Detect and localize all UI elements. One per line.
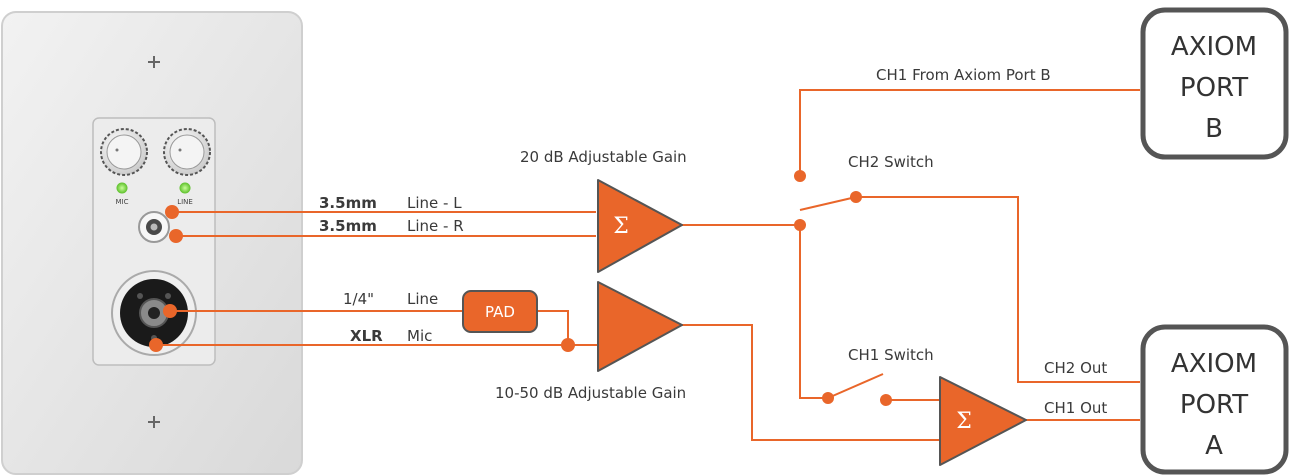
line-l-label: Line - L: [407, 194, 462, 212]
junction-dot: [561, 338, 575, 352]
ch1-from-port-b-wire: [799, 89, 1140, 176]
summing-amplifier-bottom: Σ: [939, 376, 1027, 466]
junction-dot: [880, 394, 892, 406]
sum-symbol: Σ: [613, 214, 629, 239]
xlr-connector: XLR: [350, 327, 383, 345]
junction-dot: [794, 170, 806, 182]
ch1-out-label: CH1 Out: [1044, 399, 1107, 417]
pad-label: PAD: [485, 303, 515, 321]
combo-jack-icon: [111, 270, 197, 356]
junction-dot: [165, 205, 179, 219]
port-b-line-1: AXIOM: [1171, 32, 1257, 62]
port-b-line-2: PORT: [1180, 73, 1248, 103]
screw-icon: [148, 56, 160, 68]
gain-top-label: 20 dB Adjustable Gain: [520, 148, 687, 166]
junction-dot: [850, 191, 862, 203]
junction-dot: [822, 392, 834, 404]
minijack-icon: [138, 211, 170, 243]
quarter-inch-connector: 1/4": [343, 290, 374, 308]
line-r-label: Line - R: [407, 217, 464, 235]
screw-icon: [148, 416, 160, 428]
gain-bottom-label: 10-50 dB Adjustable Gain: [495, 384, 686, 402]
line-knob-label: LINE: [177, 198, 193, 206]
ch2-out-label: CH2 Out: [1044, 359, 1107, 377]
axiom-port-b: AXIOM PORT B: [1140, 7, 1289, 160]
port-a-line-1: AXIOM: [1171, 349, 1257, 379]
port-a-line-3: A: [1205, 431, 1223, 461]
ch2-switch-arm: [799, 196, 857, 211]
port-b-line-3: B: [1205, 114, 1223, 144]
led-icon: [116, 182, 128, 194]
junction-dot: [149, 338, 163, 352]
line-r-connector: 3.5mm: [319, 217, 377, 235]
axiom-port-a: AXIOM PORT A: [1140, 324, 1289, 475]
ch1-from-port-b-label: CH1 From Axiom Port B: [876, 66, 1051, 84]
ch1-switch-label: CH1 Switch: [848, 346, 934, 364]
xlr-label: Mic: [407, 327, 432, 345]
pad-block: PAD: [462, 290, 538, 333]
wall-plate: MIC LINE: [1, 11, 303, 475]
quarter-inch-label: Line: [407, 290, 438, 308]
quarter-inch-wire: [170, 310, 569, 345]
port-a-line-2: PORT: [1180, 390, 1248, 420]
ch2-out-wire: [856, 196, 1140, 383]
ch2-switch-label: CH2 Switch: [848, 153, 934, 171]
knob-icon: [100, 128, 148, 176]
line-to-ch1-switch: [799, 225, 828, 399]
mic-preamp: [597, 281, 683, 372]
wiring: [156, 89, 1140, 441]
junction-dot: [794, 219, 806, 231]
ch1-switch-arm: [827, 373, 884, 399]
summing-amplifier-top: Σ: [597, 179, 683, 273]
line-l-connector: 3.5mm: [319, 194, 377, 212]
knob-icon: [163, 128, 211, 176]
sum-bottom-input: [680, 324, 940, 441]
mic-knob-label: MIC: [116, 198, 129, 206]
junction-dot: [163, 304, 177, 318]
sum-symbol: Σ: [956, 409, 972, 434]
led-icon: [179, 182, 191, 194]
junction-dot: [169, 229, 183, 243]
